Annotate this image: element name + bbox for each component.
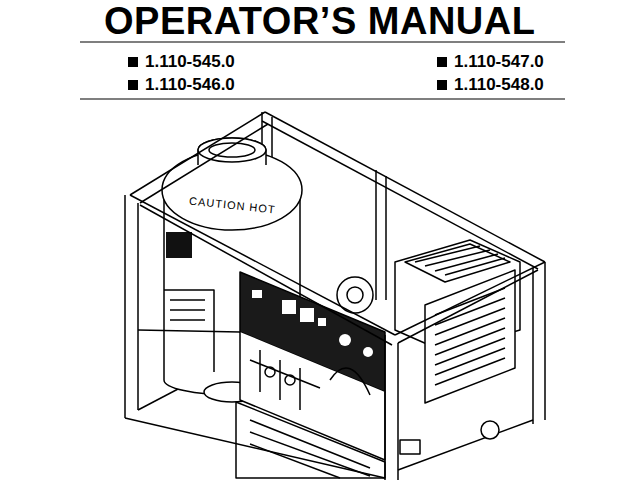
model-number: 1.110-545.0: [145, 53, 235, 72]
document-title: OPERATOR’S MANUAL: [104, 2, 535, 40]
frame-back: [138, 112, 545, 470]
rule-line: [80, 41, 565, 42]
control-panel: [236, 272, 385, 478]
bullet-square: [128, 80, 138, 90]
rule-line: [80, 98, 565, 99]
model-number: 1.110-546.0: [145, 76, 235, 95]
bullet-square: [437, 57, 447, 67]
model-number: 1.110-547.0: [454, 53, 544, 72]
bullet-square: [128, 57, 138, 67]
bullet-square: [437, 80, 447, 90]
model-number: 1.110-548.0: [454, 76, 544, 95]
frame-front: [125, 112, 545, 480]
warning-text: CAUTION HOT: [187, 195, 278, 215]
